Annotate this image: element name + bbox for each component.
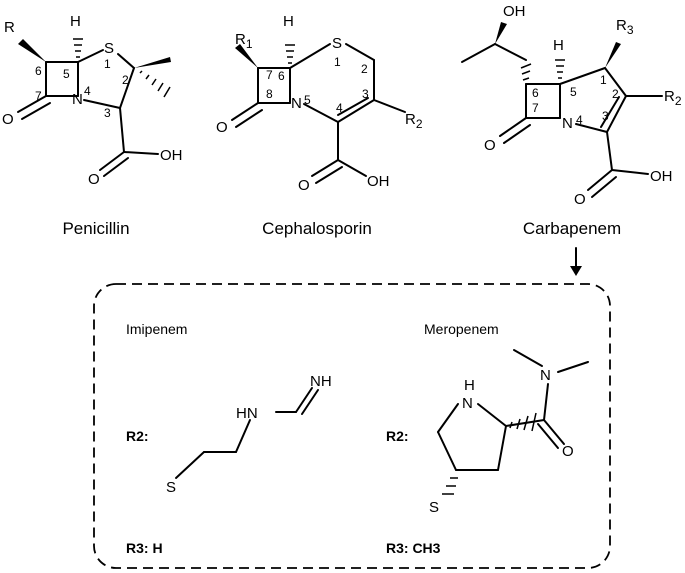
meropenem-r2-label: R2: (386, 428, 409, 444)
cephalosporin-position-7: 7 (266, 68, 273, 82)
penicillin-structure: R H S N O O OH 1 2 3 4 5 6 7 (2, 13, 183, 188)
imipenem-nh-label: NH (310, 373, 332, 390)
penicillin-position-1: 1 (104, 57, 111, 71)
imipenem-sulfur-label: S (166, 479, 176, 496)
cephalosporin-position-3: 3 (362, 87, 369, 101)
penicillin-nitrogen-label: N (72, 91, 83, 108)
carbapenem-position-1: 1 (600, 73, 607, 87)
imipenem-panel: Imipenem R2: R3: H S HN NH (126, 321, 332, 556)
meropenem-oxygen-label: O (562, 443, 574, 460)
penicillin-position-3: 3 (104, 106, 111, 120)
penicillin-acid-oxygen-label: O (88, 171, 100, 188)
penicillin-position-6: 6 (35, 64, 42, 78)
meropenem-sulfur-label: S (429, 499, 439, 516)
carbapenem-structure: OH R3 H N O O OH R2 1 2 3 4 5 6 7 (461, 3, 682, 208)
carbapenem-hydroxyl-label: OH (650, 168, 673, 185)
carbapenem-position-5: 5 (570, 85, 577, 99)
carbapenem-r3-label: R3 (616, 17, 634, 37)
cephalosporin-caption: Cephalosporin (262, 219, 372, 238)
penicillin-sulfur-label: S (104, 40, 114, 57)
meropenem-h-label: H (464, 377, 475, 394)
carbapenem-position-3: 3 (602, 109, 609, 123)
cephalosporin-carbonyl-oxygen-label: O (216, 119, 228, 136)
cephalosporin-position-8: 8 (266, 87, 273, 101)
meropenem-title: Meropenem (424, 321, 499, 337)
cephalosporin-position-5: 5 (304, 93, 311, 107)
penicillin-position-2: 2 (122, 73, 129, 87)
carbapenem-carbonyl-oxygen-label: O (484, 137, 496, 154)
penicillin-carbonyl-oxygen-label: O (2, 111, 14, 128)
imipenem-title: Imipenem (126, 321, 187, 337)
carbapenem-position-4: 4 (576, 113, 583, 127)
cephalosporin-r2-label: R2 (405, 111, 423, 131)
cephalosporin-sulfur-label: S (332, 35, 342, 52)
penicillin-caption: Penicillin (62, 219, 129, 238)
side-chain-dashed-box (93, 283, 611, 569)
carbapenem-nitrogen-label: N (562, 115, 573, 132)
penicillin-position-7: 7 (35, 89, 42, 103)
cephalosporin-structure: R1 H S N O O OH R2 1 2 3 4 5 6 7 8 (216, 13, 423, 194)
penicillin-h-label: H (70, 13, 81, 30)
cephalosporin-r1-label: R1 (235, 31, 253, 51)
imipenem-r2-label: R2: (126, 428, 149, 444)
imipenem-hn-label: HN (236, 405, 258, 422)
penicillin-position-5: 5 (63, 67, 70, 81)
cephalosporin-acid-oxygen-label: O (298, 177, 310, 194)
penicillin-hydroxyl-label: OH (160, 147, 183, 164)
carbapenem-acid-oxygen-label: O (574, 191, 586, 208)
carbapenem-caption: Carbapenem (523, 219, 621, 238)
meropenem-ring-nitrogen-label: N (462, 395, 473, 412)
meropenem-amide-nitrogen-label: N (540, 367, 551, 384)
carbapenem-h-label: H (553, 37, 564, 54)
down-arrow-icon (570, 247, 582, 276)
cephalosporin-nitrogen-label: N (291, 95, 302, 112)
carbapenem-r2-label: R2 (664, 88, 682, 108)
carbapenem-position-2: 2 (612, 87, 619, 101)
imipenem-r3-label: R3: H (126, 540, 163, 556)
penicillin-position-4: 4 (84, 84, 91, 98)
cephalosporin-hydroxyl-label: OH (367, 173, 390, 190)
penicillin-r-label: R (4, 19, 15, 36)
carbapenem-position-6: 6 (532, 86, 539, 100)
meropenem-panel: Meropenem R2: R3: CH3 H N N O S (386, 321, 589, 556)
cephalosporin-position-4: 4 (336, 101, 343, 115)
meropenem-r3-label: R3: CH3 (386, 540, 441, 556)
carbapenem-position-7: 7 (532, 101, 539, 115)
carbapenem-hydroxyl-top-label: OH (503, 3, 526, 20)
cephalosporin-h-label: H (283, 13, 294, 30)
cephalosporin-position-6: 6 (278, 69, 285, 83)
cephalosporin-position-1: 1 (334, 55, 341, 69)
cephalosporin-position-2: 2 (361, 62, 368, 76)
